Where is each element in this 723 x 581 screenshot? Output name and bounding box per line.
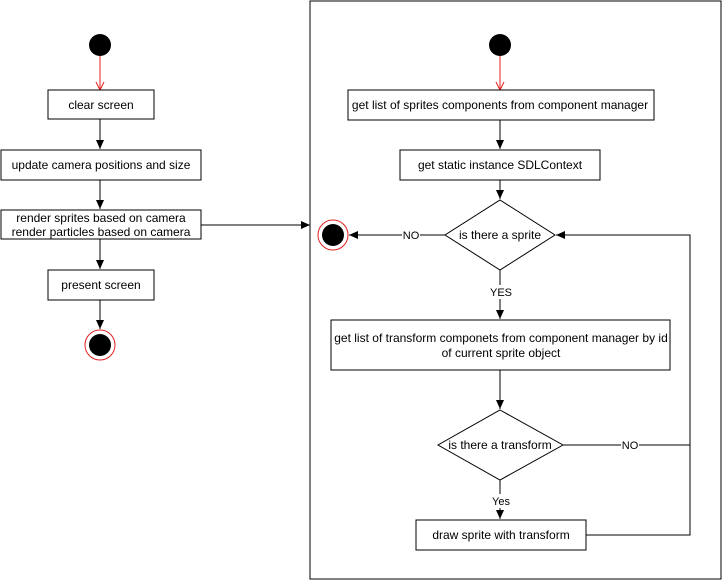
right-start-node [489, 34, 511, 56]
left-final-node [84, 329, 116, 361]
right-final-node [317, 219, 349, 251]
draw-sprite-label: draw sprite with transform [432, 528, 569, 542]
clear-screen-node [47, 89, 155, 120]
edge-label-no-transform-bg [621, 438, 639, 452]
edge-label-yes-sprite: YES [490, 287, 512, 299]
get-transforms-label-line2: of current sprite object [442, 346, 561, 360]
get-sprites-label: get list of sprites components from comp… [352, 98, 648, 112]
edge-label-no-exit: NO [403, 230, 420, 242]
edge-label-yes-transform: Yes [492, 496, 510, 508]
edge-label-no-transform: NO [622, 440, 639, 452]
get-transforms-label-line1: get list of transform componets from com… [334, 331, 668, 345]
get-context-label: get static instance SDLContext [418, 158, 583, 172]
present-screen-node [47, 269, 155, 301]
edge-label-yes-transform-bg [490, 494, 512, 508]
get-transforms-node [330, 319, 671, 371]
render-label-line2: render particles based on camera [12, 225, 191, 239]
edge-label-no-exit-bg [402, 228, 420, 242]
render-label-line1: render sprites based on camera [16, 211, 186, 225]
is-sprite-label: is there a sprite [459, 228, 541, 242]
is-transform-label: is there a transform [448, 438, 551, 452]
edge-draw-loop-back [586, 445, 691, 536]
update-camera-node [0, 149, 202, 181]
update-camera-label: update camera positions and size [12, 158, 191, 172]
right-panel-frame [309, 0, 722, 580]
get-context-node [399, 149, 601, 181]
left-start-node [89, 34, 111, 56]
present-screen-label: present screen [61, 278, 140, 292]
render-node [0, 209, 202, 240]
clear-screen-label: clear screen [68, 98, 133, 112]
get-sprites-node [347, 89, 655, 121]
edge-label-yes-sprite-bg [488, 285, 514, 299]
draw-sprite-node [415, 519, 587, 551]
